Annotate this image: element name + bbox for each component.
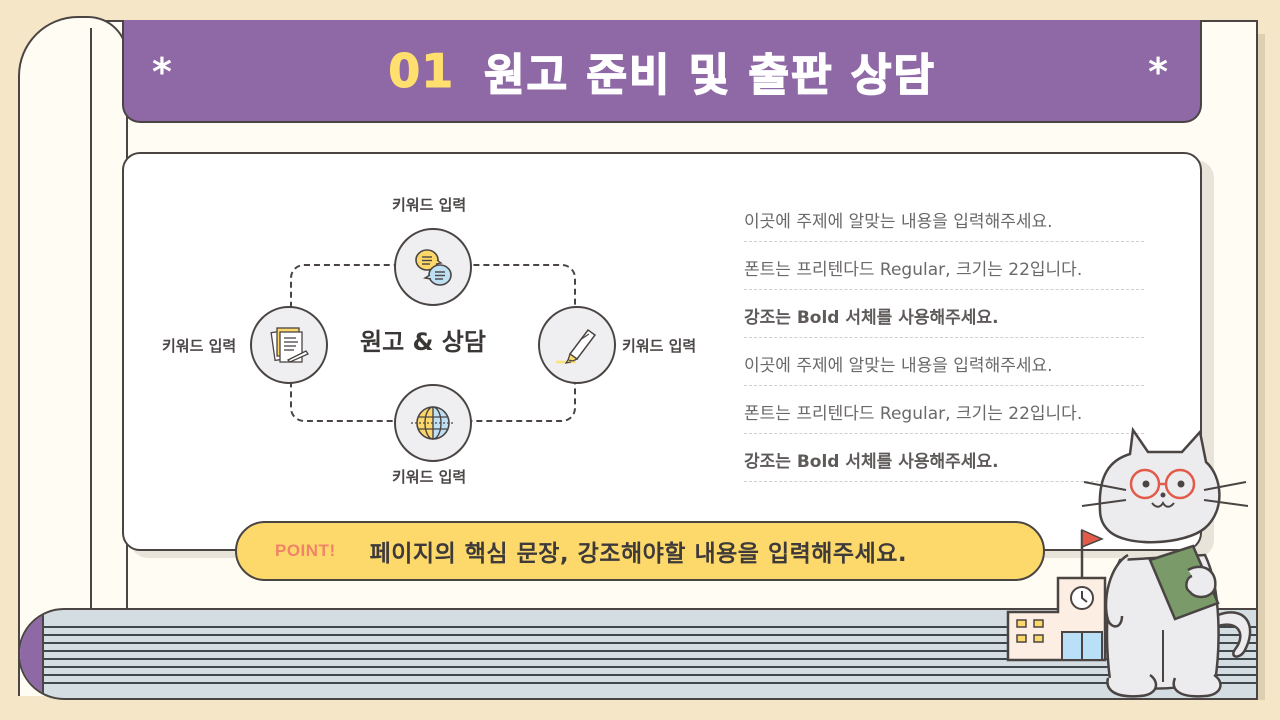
list-item: 폰트는 프리텐다드 Regular, 크기는 22입니다. bbox=[744, 242, 1144, 290]
point-banner: POINT! 페이지의 핵심 문장, 강조해야할 내용을 입력해주세요. bbox=[235, 521, 1045, 581]
node-label-top: 키워드 입력 bbox=[392, 196, 467, 214]
cat-icon bbox=[1081, 426, 1252, 698]
page-line bbox=[44, 642, 1256, 644]
school-icon bbox=[1006, 528, 1107, 662]
list-item: 이곳에 주제에 알맞는 내용을 입력해주세요. bbox=[744, 194, 1144, 242]
page-line bbox=[44, 650, 1256, 652]
page-line bbox=[44, 658, 1256, 660]
cycle-diagram: 원고 & 상담 키워드 입력 키워드 입력 bbox=[124, 154, 724, 553]
diagram-center-label: 원고 & 상담 bbox=[360, 328, 486, 356]
list-item-emphasis: 강조는 Bold 서체를 사용해주세요. bbox=[744, 434, 1144, 482]
asterisk-icon: * bbox=[1148, 50, 1168, 94]
node-label-bottom: 키워드 입력 bbox=[392, 468, 467, 486]
text-list: 이곳에 주제에 알맞는 내용을 입력해주세요. 폰트는 프리텐다드 Regula… bbox=[744, 194, 1144, 482]
point-text: 페이지의 핵심 문장, 강조해야할 내용을 입력해주세요. bbox=[369, 541, 908, 567]
document-pen-icon bbox=[270, 327, 309, 363]
node-bottom bbox=[394, 384, 472, 462]
list-item: 폰트는 프리텐다드 Regular, 크기는 22입니다. bbox=[744, 386, 1144, 434]
point-label: POINT! bbox=[275, 541, 336, 560]
title-bar: * 01 원고 준비 및 출판 상담 * bbox=[122, 20, 1202, 123]
node-left bbox=[250, 306, 328, 384]
asterisk-icon: * bbox=[152, 50, 172, 94]
node-top bbox=[394, 228, 472, 306]
highlighter-icon bbox=[556, 328, 597, 364]
node-label-left: 키워드 입력 bbox=[162, 337, 237, 355]
page-line bbox=[44, 682, 1256, 684]
page-line bbox=[44, 626, 1256, 628]
section-number: 01 bbox=[388, 43, 455, 98]
speech-bubbles-icon bbox=[415, 249, 452, 286]
book-edge-tab bbox=[20, 610, 44, 698]
book-spine bbox=[90, 28, 92, 628]
list-item-emphasis: 강조는 Bold 서체를 사용해주세요. bbox=[744, 290, 1144, 338]
page-line bbox=[44, 634, 1256, 636]
list-item: 이곳에 주제에 알맞는 내용을 입력해주세요. bbox=[744, 338, 1144, 386]
page-title: 원고 준비 및 출판 상담 bbox=[483, 49, 936, 102]
page-line bbox=[44, 666, 1256, 668]
node-label-right: 키워드 입력 bbox=[622, 337, 697, 355]
cat-mascot-illustration bbox=[1006, 426, 1252, 698]
globe-icon bbox=[411, 406, 455, 440]
book-cover-left bbox=[18, 16, 128, 696]
node-right bbox=[538, 306, 616, 384]
content-card: 원고 & 상담 키워드 입력 키워드 입력 bbox=[122, 152, 1202, 551]
page-line bbox=[44, 674, 1256, 676]
